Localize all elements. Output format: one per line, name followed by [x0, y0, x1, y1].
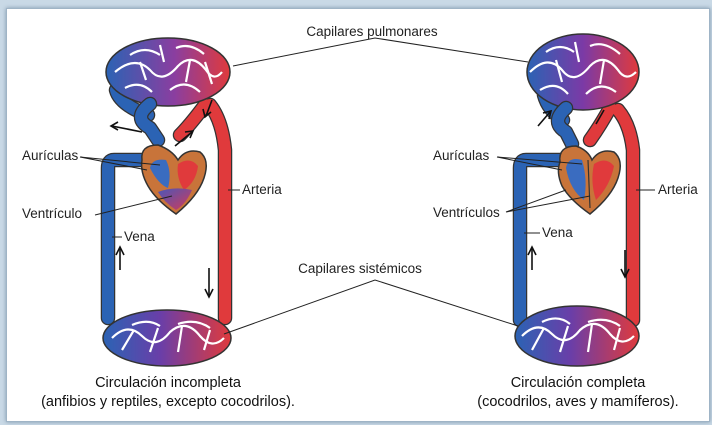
- caption-right-subtitle: (cocodrilos, aves y mamíferos).: [477, 394, 678, 410]
- label-arteria-left: Arteria: [242, 182, 282, 197]
- label-capilares-sistemicos: Capilares sistémicos: [298, 261, 422, 276]
- label-arteria-right: Arteria: [658, 182, 698, 197]
- systemic-capillaries-left: [103, 310, 231, 366]
- label-ventriculos-right: Ventrículos: [433, 205, 500, 220]
- capilares-pulmonares-leader: [233, 38, 528, 66]
- label-auriculas-left: Aurículas: [22, 148, 79, 163]
- right-circulation: [497, 34, 655, 366]
- heart-left: [142, 145, 207, 214]
- pulmonary-capillaries-left: [106, 38, 230, 140]
- capilares-sistemicos-leader: [224, 280, 518, 334]
- label-vena-right: Vena: [542, 225, 573, 240]
- label-auriculas-right: Aurículas: [433, 148, 490, 163]
- label-vena-left: Vena: [124, 229, 155, 244]
- caption-right-title: Circulación completa: [511, 375, 647, 391]
- label-ventriculo-left: Ventrículo: [22, 206, 82, 221]
- caption-left-title: Circulación incompleta: [95, 375, 242, 391]
- systemic-capillaries-right: [515, 306, 639, 366]
- heart-right: [558, 146, 620, 214]
- label-capilares-pulmonares: Capilares pulmonares: [306, 24, 438, 39]
- arteria-left: [210, 105, 225, 318]
- left-circulation: [80, 38, 240, 366]
- caption-left-subtitle: (anfibios y reptiles, excepto cocodrilos…: [41, 394, 295, 410]
